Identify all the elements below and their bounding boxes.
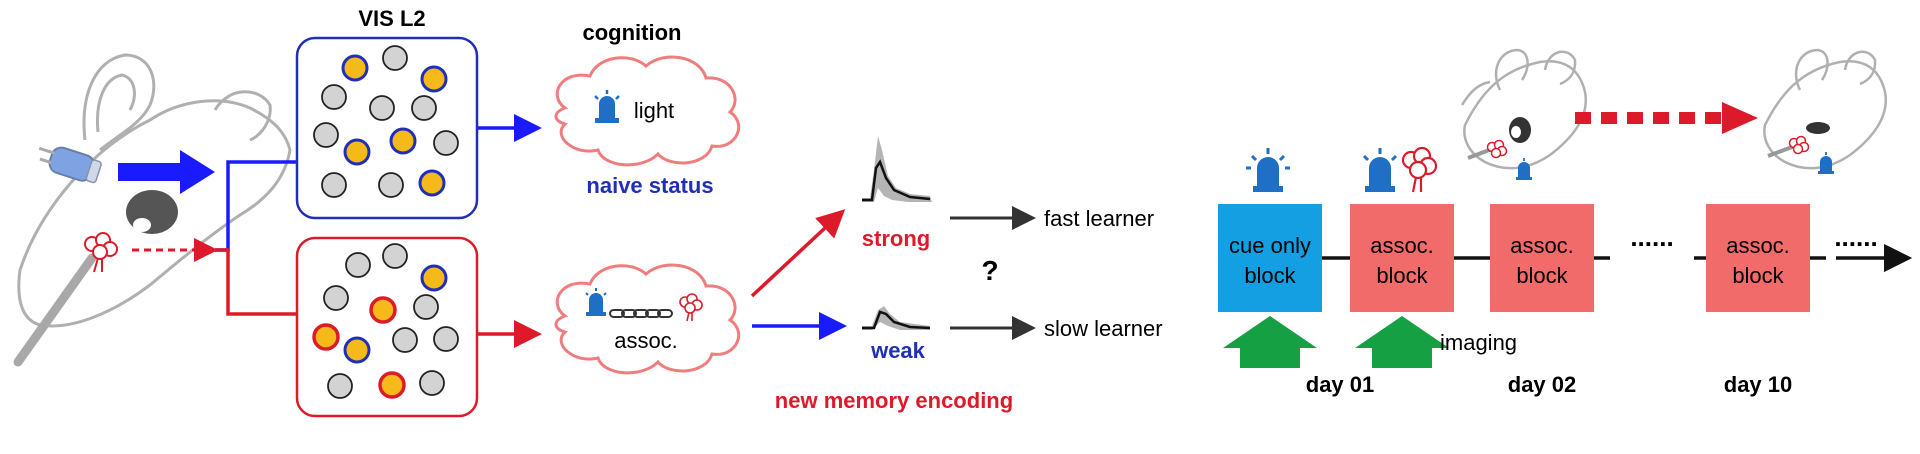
alarm-light-icon: [1516, 158, 1532, 180]
odor-flower-icon: [1788, 135, 1810, 155]
block-line1: cue only: [1229, 233, 1311, 258]
block-cue-only: cue only block: [1218, 204, 1322, 312]
block-line1: assoc.: [1370, 233, 1434, 258]
stimulus-stick: [13, 253, 97, 367]
mouse-head-icon: [1460, 48, 1588, 170]
alarm-light-icon: [585, 288, 607, 316]
block-line2: block: [1732, 263, 1784, 288]
chain-link-icon: [609, 309, 673, 318]
question-mark: ?: [981, 255, 998, 286]
alarm-light-icon: [1246, 148, 1290, 192]
red-pathway: [215, 248, 367, 328]
odor-flower-icon: [84, 232, 118, 273]
light-input-arrow: [118, 150, 215, 194]
learning-neuron-population: [312, 243, 459, 399]
assoc-label: assoc.: [614, 328, 678, 353]
block-line2: block: [1376, 263, 1428, 288]
odor-flower-icon: [1401, 146, 1438, 193]
block-line1: assoc.: [1510, 233, 1574, 258]
odor-flower-icon: [1486, 139, 1508, 159]
fast-learner-label: fast learner: [1044, 206, 1154, 231]
block-line2: block: [1516, 263, 1568, 288]
weak-label: weak: [870, 338, 926, 363]
naive-neuron-population: [313, 45, 459, 198]
vis-l2-title: VIS L2: [358, 6, 425, 31]
block-assoc-1: assoc. block: [1350, 204, 1454, 312]
block-line1: assoc.: [1726, 233, 1790, 258]
alarm-light-icon: [594, 90, 620, 123]
imaging-label: imaging: [1440, 330, 1517, 355]
day-label: day 01: [1306, 372, 1375, 397]
naive-status-label: naive status: [586, 173, 713, 198]
light-label: light: [634, 98, 674, 123]
mouse-eye-squint: [1806, 122, 1830, 134]
to-strong-arrow: [750, 209, 846, 298]
ellipsis-gap: [1610, 232, 1694, 262]
dashed-progress-arrow: [1575, 102, 1758, 134]
block-line2: block: [1244, 263, 1296, 288]
ellipsis-2: ......: [1834, 222, 1877, 252]
block-assoc-2: assoc. block: [1490, 204, 1594, 312]
new-memory-encoding-label: new memory encoding: [775, 388, 1013, 413]
cognition-cloud-bottom: [554, 263, 741, 375]
imaging-arrow-1: [1223, 316, 1317, 368]
day-label: day 10: [1724, 372, 1793, 397]
mouse-eye: [126, 190, 178, 234]
cognition-cloud-top: [554, 55, 741, 167]
strong-response-trace: [862, 136, 932, 202]
imaging-arrow-2: [1355, 316, 1449, 368]
mouse-head-left: [17, 53, 292, 328]
cognition-label: cognition: [583, 20, 682, 45]
block-assoc-3: assoc. block: [1706, 204, 1810, 312]
mouse-head-icon: [1763, 48, 1888, 170]
alarm-light-icon: [1362, 148, 1398, 192]
odor-flower-icon: [679, 293, 703, 322]
day-label: day 02: [1508, 372, 1577, 397]
alarm-light-icon: [1818, 152, 1834, 174]
weak-response-trace: [862, 306, 931, 330]
led-bulb-icon: [38, 146, 102, 184]
strong-label: strong: [862, 226, 930, 251]
slow-learner-label: slow learner: [1044, 316, 1163, 341]
ellipsis-1: ......: [1630, 222, 1673, 252]
